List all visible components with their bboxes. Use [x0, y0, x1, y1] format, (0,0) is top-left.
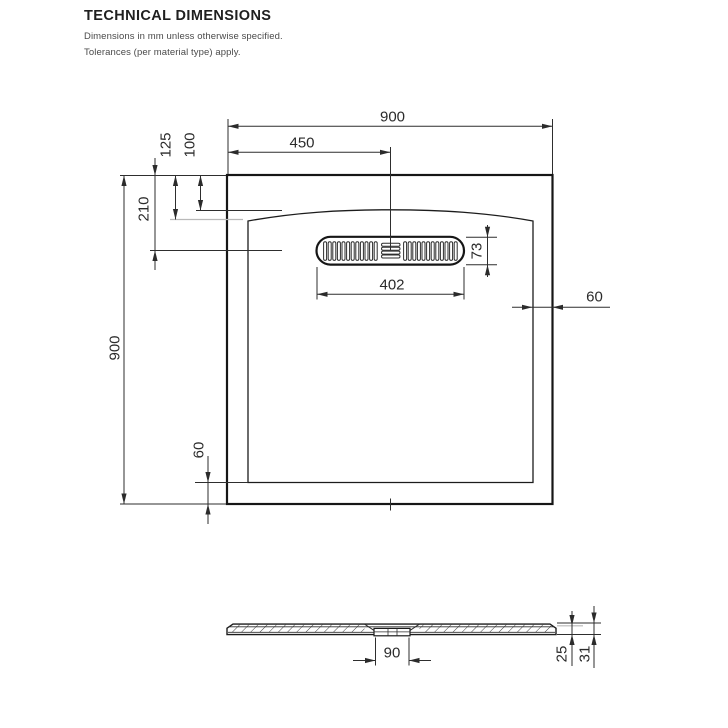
page-subtitle-tolerances: Tolerances (per material type) apply.: [84, 47, 241, 58]
section-hatch-left: [229, 624, 365, 633]
dim-label-total-width: 900: [379, 108, 406, 126]
tray-outer-outline: [225, 173, 554, 506]
plan-dimension-arrows: [121, 123, 563, 515]
dim-label-total-thickness: 31: [576, 645, 593, 662]
plan-extension-lines: [120, 119, 553, 511]
plan-view: [120, 119, 610, 524]
dim-label-basin-inset-right: 60: [586, 288, 603, 305]
drain-grate-slots-right: [403, 241, 458, 261]
dim-label-total-height: 900: [106, 334, 123, 361]
section-view: [226, 606, 601, 668]
dim-label-top-to-drain-center: 210: [135, 196, 153, 222]
page-subtitle-units: Dimensions in mm unless otherwise specif…: [84, 31, 283, 42]
dim-label-drain-outlet-width: 90: [383, 644, 401, 661]
dim-label-top-to-basin-curve: 100: [181, 132, 199, 158]
dim-label-drain-from-left: 450: [289, 134, 315, 151]
drain-grate: [315, 235, 466, 266]
drain-grate-slots-left: [323, 241, 378, 261]
section-hatch-right: [419, 624, 554, 633]
plan-dimension-lines: [123, 125, 610, 524]
page-title: TECHNICAL DIMENSIONS: [84, 8, 272, 24]
dim-label-basin-inset-bottom: 60: [190, 441, 207, 458]
dim-label-top-to-basin-edge: 125: [157, 132, 174, 158]
dim-label-drain-grate-length: 402: [379, 276, 405, 293]
section-drain-trap-detail: [374, 628, 410, 636]
dim-label-edge-thickness: 25: [553, 645, 571, 662]
dim-label-drain-grate-width: 73: [468, 242, 486, 260]
